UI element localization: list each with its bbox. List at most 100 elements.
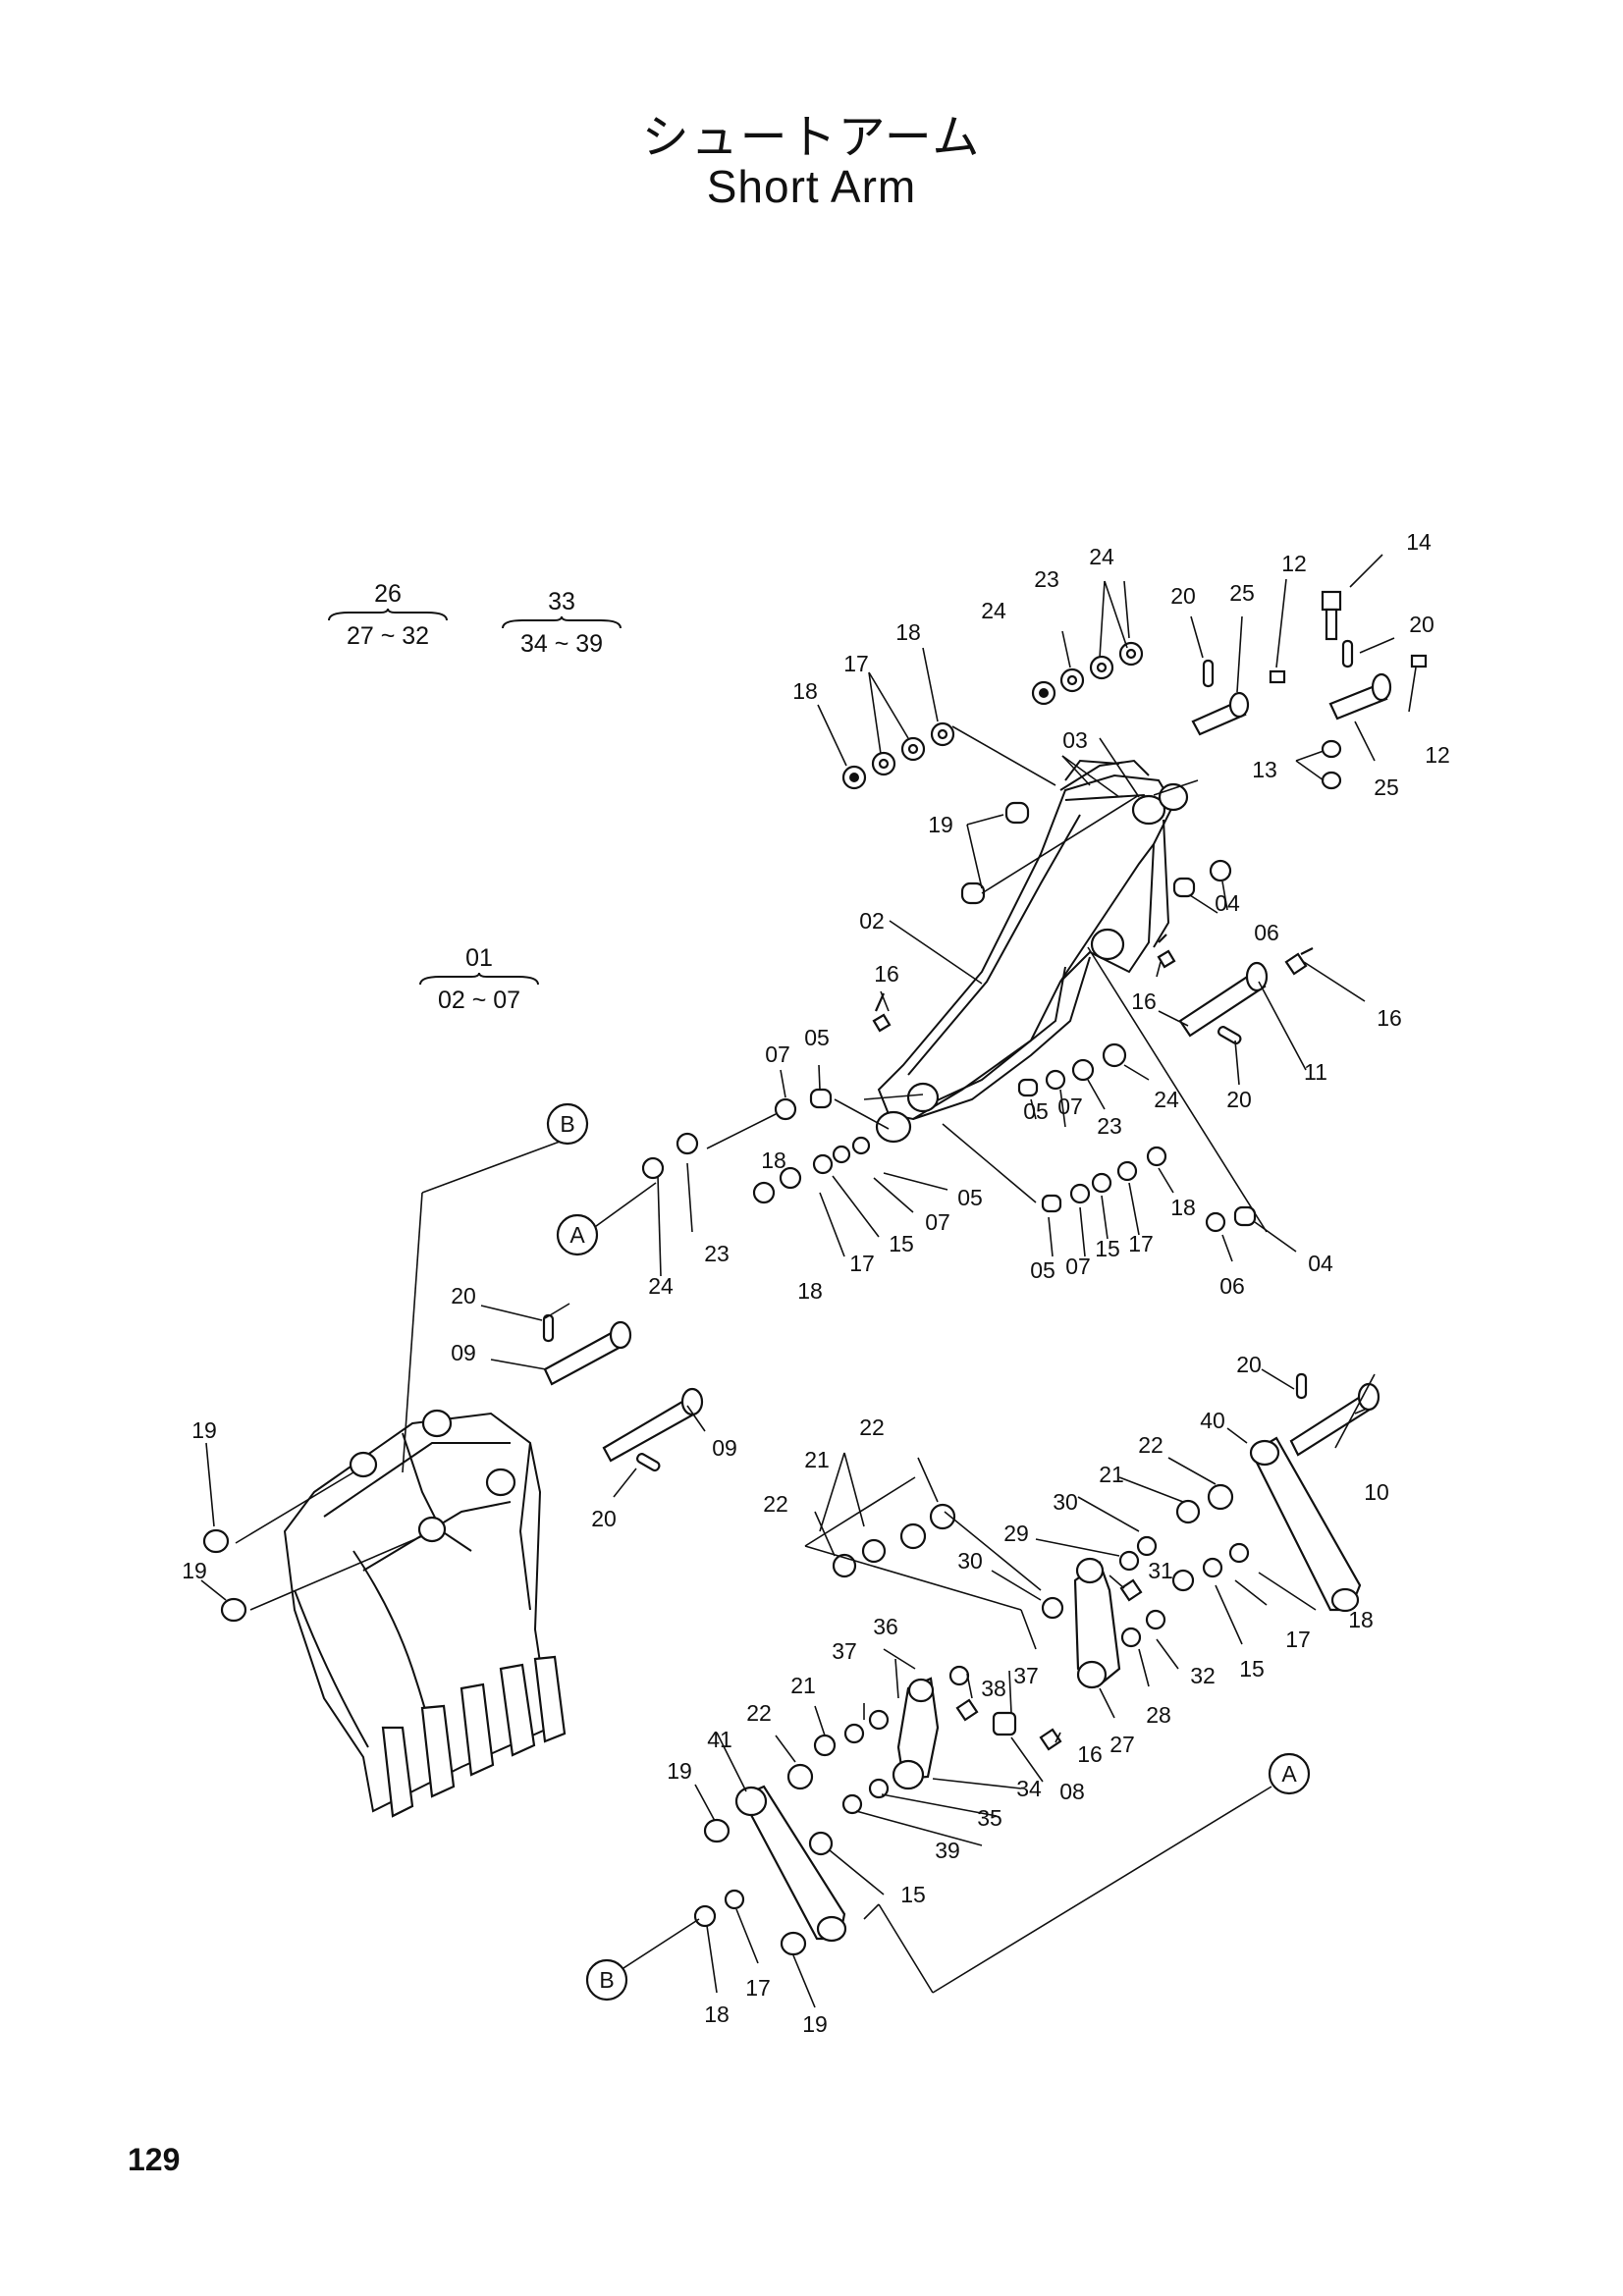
assembly-group-26: 26 27 ~ 32 <box>319 579 457 650</box>
group-brace <box>502 616 622 629</box>
callout-label: 24 <box>1089 544 1114 569</box>
callout-label: 06 <box>1219 1273 1245 1299</box>
callout-label: 19 <box>182 1558 207 1583</box>
assembly-group-33: 33 34 ~ 39 <box>493 587 630 658</box>
arm-top-pin-boss <box>1131 794 1166 826</box>
callout-label: 34 <box>1016 1776 1042 1801</box>
callout-label: 25 <box>1374 774 1399 800</box>
callout-label: 18 <box>704 2002 730 2027</box>
callout-label: 07 <box>1065 1254 1091 1279</box>
callout-label: 39 <box>935 1838 960 1863</box>
callout-label: 19 <box>928 812 953 837</box>
lock-pin-20 <box>1217 1026 1242 1045</box>
callout-label: 17 <box>745 1975 771 2001</box>
pin-09-lower <box>602 1387 704 1463</box>
callout-labels: 14 24 23 20 25 12 24 18 17 18 20 12 13 2… <box>182 529 1450 2037</box>
link-27 <box>1073 1557 1121 1689</box>
callout-label: 03 <box>1062 727 1088 753</box>
callout-label: 37 <box>1013 1663 1039 1688</box>
callout-label: 06 <box>1254 920 1279 945</box>
callout-label: 05 <box>1030 1257 1055 1283</box>
callout-label: 20 <box>1409 612 1434 637</box>
connector-b-top: B <box>546 1102 589 1146</box>
callout-label: 22 <box>859 1415 885 1440</box>
callout-label: 20 <box>591 1506 617 1531</box>
washers <box>202 641 1257 1956</box>
callout-label: 23 <box>1097 1113 1122 1139</box>
group-range-label: 02 ~ 07 <box>437 987 521 1014</box>
bolt-14 <box>1321 590 1342 641</box>
bushing-08 <box>992 1711 1017 1736</box>
arm-bottom-pin-boss <box>875 1110 912 1144</box>
callout-label: 19 <box>667 1758 692 1784</box>
callout-label: 18 <box>1348 1607 1374 1632</box>
callout-label: 24 <box>648 1273 674 1299</box>
callout-label: 17 <box>843 651 869 676</box>
callout-label: 19 <box>191 1417 217 1443</box>
lock-pin-20 <box>542 1313 555 1343</box>
bucket-upper-pin-boss-right <box>485 1468 516 1497</box>
callout-label: 21 <box>804 1447 830 1472</box>
callout-label: 15 <box>900 1882 926 1907</box>
lock-pin-20 <box>635 1453 661 1472</box>
link-40 <box>1249 1436 1362 1613</box>
grease-fitting-16 <box>1157 934 1176 969</box>
nut-13 <box>1321 739 1342 759</box>
group-range-label: 27 ~ 32 <box>346 622 430 650</box>
callout-label: 05 <box>957 1185 983 1210</box>
callout-label: 10 <box>1364 1479 1389 1505</box>
callout-label: 41 <box>707 1727 732 1752</box>
group-range-label: 34 ~ 39 <box>519 630 604 658</box>
pin-25-right <box>1328 672 1392 721</box>
callout-label: 05 <box>1023 1098 1049 1124</box>
bolt-12 <box>1410 654 1428 668</box>
callout-label: 09 <box>451 1340 476 1365</box>
callout-label: 04 <box>1308 1251 1333 1276</box>
bucket-tooth <box>381 1726 414 1818</box>
callout-label: 19 <box>802 2011 828 2037</box>
callout-label: 22 <box>1138 1432 1163 1458</box>
lock-pin-20 <box>1202 659 1215 688</box>
group-parent-label: 01 <box>465 944 493 972</box>
callout-label: 09 <box>712 1435 737 1461</box>
callout-label: 20 <box>451 1283 476 1308</box>
callout-label: 23 <box>1034 566 1059 592</box>
callout-label: 22 <box>746 1700 772 1726</box>
callout-label: 12 <box>1281 551 1307 576</box>
callout-label: 37 <box>832 1638 857 1664</box>
callout-label: 28 <box>1146 1702 1171 1728</box>
group-parent-label: 33 <box>548 588 575 615</box>
grease-fitting-16 <box>1039 1728 1062 1751</box>
grease-fitting-16 <box>872 992 892 1033</box>
connector-label: B <box>599 1967 614 1993</box>
connector-label: A <box>1281 1761 1297 1787</box>
callout-label: 29 <box>1003 1521 1029 1546</box>
callout-label: 24 <box>981 598 1006 623</box>
group-brace <box>328 609 448 621</box>
callout-label: 20 <box>1236 1352 1262 1377</box>
callout-label: 27 <box>1109 1732 1135 1757</box>
callout-label: 30 <box>957 1548 983 1574</box>
bucket-tooth <box>533 1655 567 1743</box>
callout-label: 18 <box>797 1278 823 1304</box>
callout-label: 16 <box>1377 1005 1402 1031</box>
arm-lower-pin-boss <box>906 1082 940 1113</box>
callout-label: 15 <box>889 1231 914 1256</box>
callout-label: 07 <box>765 1041 790 1067</box>
grease-fitting-38 <box>955 1698 979 1722</box>
bucket-upper-pin-boss <box>421 1409 453 1438</box>
page-title-english: Short Arm <box>706 161 917 212</box>
callout-label: 05 <box>804 1025 830 1050</box>
pin-11 <box>1178 961 1269 1038</box>
bucket-tooth <box>499 1663 536 1757</box>
connector-label: B <box>560 1111 574 1137</box>
callout-label: 14 <box>1406 529 1432 555</box>
bolt-12 <box>1269 669 1286 684</box>
connector-a-right: A <box>1268 1752 1311 1795</box>
callout-label: 17 <box>1128 1231 1154 1256</box>
callout-label: 17 <box>849 1251 875 1276</box>
callout-label: 18 <box>1170 1195 1196 1220</box>
bucket-lower-pin-boss <box>417 1516 447 1543</box>
bucket-tooth <box>420 1704 456 1798</box>
